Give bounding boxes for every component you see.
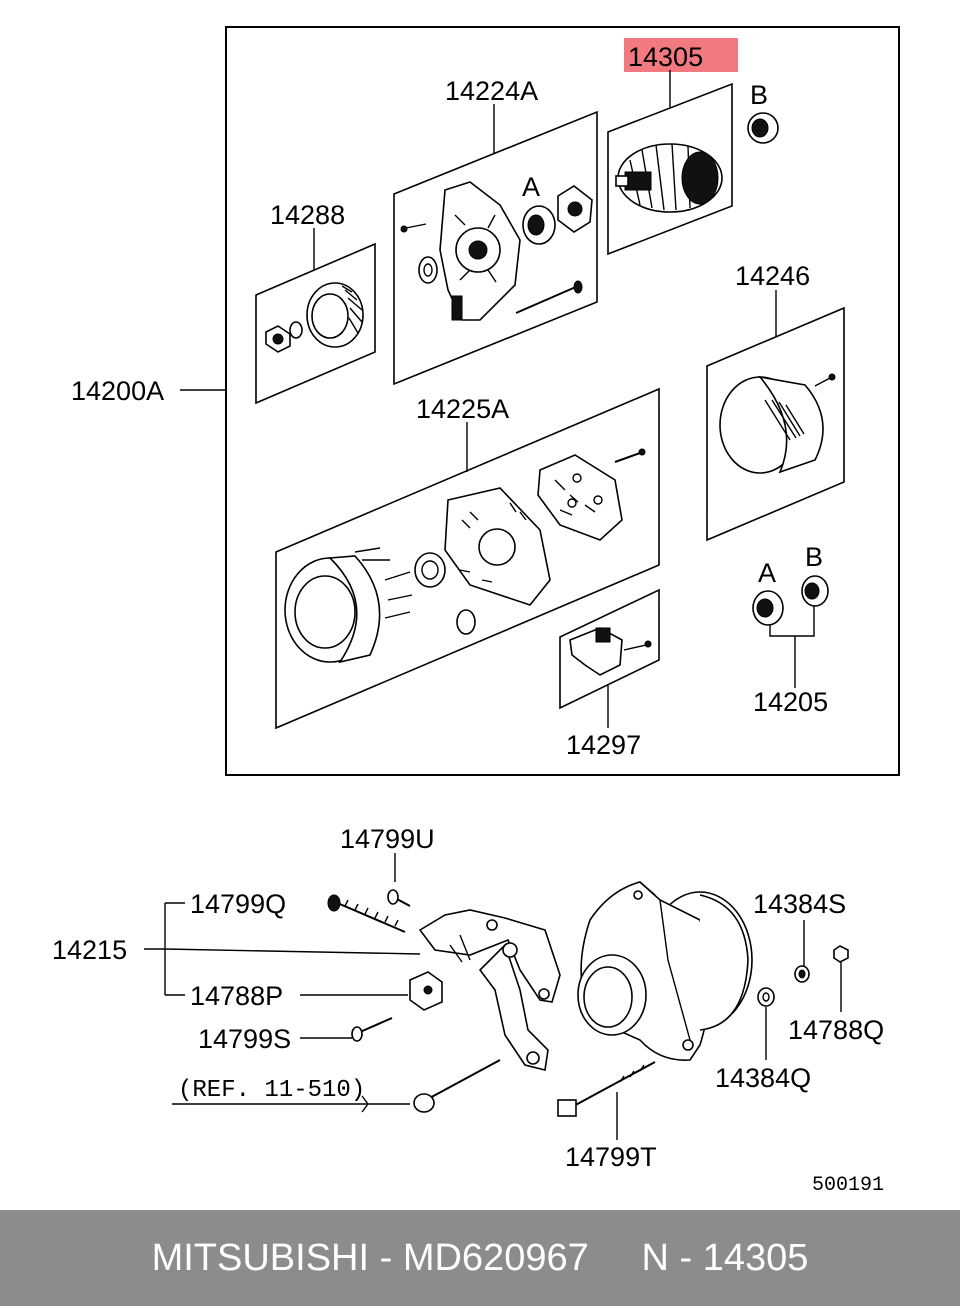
pulley-group xyxy=(255,228,376,405)
callout-14200A: 14200A xyxy=(71,376,164,406)
rear-bracket-group xyxy=(275,387,660,730)
alternator-body xyxy=(577,881,753,1061)
callout-B-lower: B xyxy=(805,542,823,572)
front-bracket-group xyxy=(393,104,598,386)
footer-bar: MITSUBISHI - MD620967 N - 14305 xyxy=(0,1210,960,1306)
callout-14799S: 14799S xyxy=(198,1024,291,1054)
parts-diagram: 14305 14224A B A 14288 14246 14200A 1422… xyxy=(52,26,900,1197)
callout-ref: (REF. 11-510) xyxy=(178,1077,365,1104)
callout-14205: 14205 xyxy=(753,687,828,717)
adjusting-bracket xyxy=(418,909,561,1071)
callout-A-top: A xyxy=(522,172,540,202)
callout-14384Q: 14384Q xyxy=(715,1063,811,1093)
callout-14788Q: 14788Q xyxy=(788,1015,884,1045)
bearings-lower xyxy=(752,575,829,688)
rear-cover-group xyxy=(706,290,845,542)
callout-14297: 14297 xyxy=(566,730,641,760)
callout-14799T: 14799T xyxy=(565,1142,657,1172)
callout-B-top: B xyxy=(750,80,768,110)
callout-14246: 14246 xyxy=(735,261,810,291)
rotor-group xyxy=(607,70,733,256)
callout-14799Q: 14799Q xyxy=(190,889,286,919)
callout-14288: 14288 xyxy=(270,200,345,230)
callout-14215: 14215 xyxy=(52,935,127,965)
callout-14384S: 14384S xyxy=(753,889,846,919)
regulator-group xyxy=(559,588,660,728)
callout-14799U: 14799U xyxy=(340,824,435,854)
highlight-box xyxy=(624,38,738,72)
bearing-b-top xyxy=(747,112,779,144)
footer-text: MITSUBISHI - MD620967 N - 14305 xyxy=(151,1236,809,1279)
mounting-bolts xyxy=(327,889,656,1117)
alternator-assembly-frame xyxy=(225,26,900,776)
diagram-id: 500191 xyxy=(812,1174,884,1197)
callout-14305: 14305 xyxy=(628,42,703,72)
callout-A-lower: A xyxy=(758,558,776,588)
callout-14224A: 14224A xyxy=(445,76,538,106)
callout-14225A: 14225A xyxy=(416,394,509,424)
callout-14788P: 14788P xyxy=(190,981,283,1011)
washers-nuts xyxy=(757,920,849,1060)
